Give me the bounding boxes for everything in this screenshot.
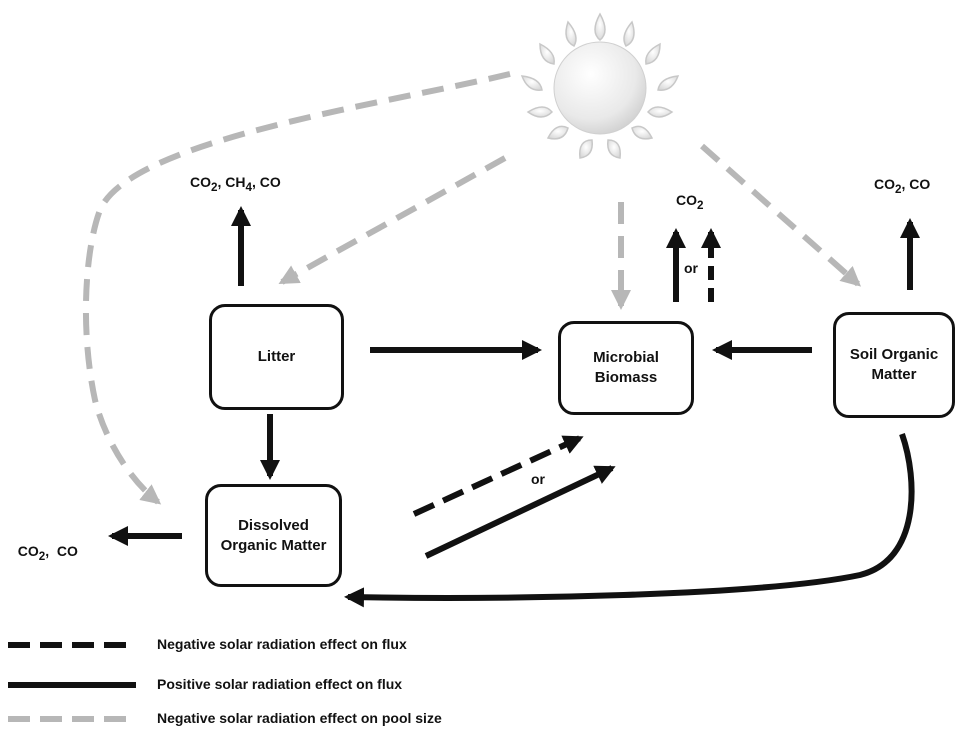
emission-subscript: 2 [697,198,704,212]
dissolved-organic-matter-box: Dissolved Organic Matter [205,484,342,587]
emission-text: CO [874,176,895,192]
or-label-dom-in: or [531,471,545,487]
emission-text: CO [17,543,39,559]
microbial-biomass-label: Microbial Biomass [593,349,659,386]
microbial-emission-label: CO2 [676,192,703,212]
litter-box: Litter [209,304,344,410]
sun-icon [520,12,680,159]
soil-organic-matter-box: Soil Organic Matter [833,312,955,418]
sun-to-litter-arrow [278,155,507,285]
sun-to-soil-arrow [700,143,861,287]
litter-label: Litter [257,348,296,365]
dom-to-microbial-solid-arrow [424,465,616,559]
emission-subscript: 2 [211,180,218,194]
legend-item-black-solid: Positive solar radiation effect on flux [157,676,403,692]
dom-emission-label: CO2, CO [10,527,78,563]
emission-text: , CO [901,176,931,192]
soil-to-dom-arrow [344,433,915,608]
emission-text: , CH [217,174,246,190]
litter-emission-label: CO2, CH4, CO [190,174,281,194]
legend-item-gray-dashed: Negative solar radiation effect on pool … [157,710,442,726]
or-label-microbial-out: or [684,260,698,276]
emission-subscript: 2 [38,549,46,563]
emission-text: , CO [251,174,281,190]
dom-to-microbial-dashed-arrow [412,435,584,517]
microbial-biomass-box: Microbial Biomass [558,321,694,415]
soil-organic-matter-label: Soil Organic Matter [849,346,939,383]
dissolved-organic-matter-label: Dissolved Organic Matter [220,516,327,554]
emission-subscript: 2 [895,182,902,196]
soil-emission-label: CO2, CO [874,176,930,196]
legend-item-black-dashed: Negative solar radiation effect on flux [157,636,407,652]
emission-text: CO [190,174,211,190]
emission-text: CO [676,192,697,208]
emission-text: , CO [45,543,78,559]
emission-subscript: 4 [245,180,252,194]
sun-to-dom-arrow [82,71,511,505]
